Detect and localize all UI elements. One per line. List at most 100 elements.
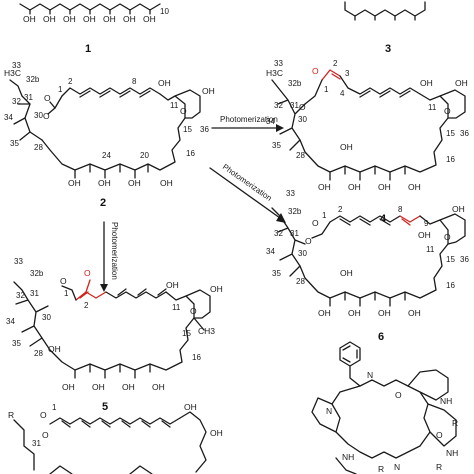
locant-label: 35 — [272, 269, 281, 278]
hydroxyl-label: OH — [98, 178, 111, 188]
hydroxyl-label: OH — [103, 14, 116, 24]
oxygen-label: O — [312, 218, 319, 228]
locant-label: 32 — [274, 229, 283, 238]
locant-label: 10 — [160, 7, 169, 16]
compound-number: 5 — [102, 401, 108, 413]
oxygen-label: O — [43, 111, 50, 121]
structure-compound-3: 3 — [344, 1, 426, 55]
locant-label: 35 — [12, 339, 21, 348]
hydroxyl-label: OH — [408, 182, 421, 192]
amide-nh-label: NH — [342, 452, 354, 462]
r-group-label: R — [452, 418, 458, 428]
locant-label: 32 — [12, 97, 21, 106]
locant-label: 15 — [182, 329, 191, 338]
locant-label: 31 — [290, 101, 299, 110]
oxygen-label: O — [444, 232, 451, 242]
amide-nh-label: NH — [446, 448, 458, 458]
oxygen-label: O — [84, 268, 91, 278]
locant-label: 24 — [102, 151, 111, 160]
hydroxyl-label: OH — [340, 142, 353, 152]
locant-label: 33 — [286, 189, 295, 198]
r-group-label: R — [436, 462, 442, 472]
hydroxyl-label: OH — [184, 402, 197, 412]
locant-label: 36 — [460, 255, 469, 264]
oxygen-label: O — [180, 106, 187, 116]
hydroxyl-label: OH — [378, 182, 391, 192]
methyl-label: H3C — [266, 68, 283, 78]
locant-label: 20 — [140, 151, 149, 160]
locant-label: 30 — [34, 111, 43, 120]
locant-label: 35 — [10, 139, 19, 148]
locant-label: 8 — [398, 205, 403, 214]
locant-label: 34 — [6, 317, 15, 326]
methyl-label: H3C — [4, 68, 21, 78]
oxygen-label: O — [60, 276, 67, 286]
locant-label: 9 — [424, 219, 429, 228]
hydroxyl-label: OH — [152, 382, 165, 392]
locant-label: 1 — [64, 289, 69, 298]
methyl-label: CH3 — [198, 326, 215, 336]
hydroxyl-label: OH — [123, 14, 136, 24]
reaction-arrow-2-to-4: Photomerization — [211, 115, 284, 132]
locant-label: 30 — [298, 249, 307, 258]
locant-label: 30 — [298, 115, 307, 124]
hydroxyl-label: OH — [378, 308, 391, 318]
locant-label: 31 — [30, 289, 39, 298]
hydroxyl-label: OH — [210, 428, 223, 438]
compound-number: 3 — [385, 43, 391, 55]
locant-label: 28 — [296, 277, 305, 286]
oxygen-label: O — [40, 410, 47, 420]
locant-label: 15 — [183, 125, 192, 134]
reaction-label: Photomerization — [220, 115, 278, 124]
reaction-label: Photomerization — [110, 222, 119, 280]
hydroxyl-label: OH — [128, 178, 141, 188]
hydroxyl-label: OH — [92, 382, 105, 392]
reaction-arrow-2-to-5: Photomerization — [100, 221, 119, 292]
locant-label: 8 — [132, 77, 137, 86]
locant-label: 32 — [16, 291, 25, 300]
hydroxyl-label: OH — [160, 178, 173, 188]
compound-number: 1 — [85, 43, 91, 55]
locant-label: 16 — [186, 149, 195, 158]
hydroxyl-label: OH — [348, 182, 361, 192]
hydroxyl-label: OH — [62, 382, 75, 392]
oxygen-label: O — [436, 430, 443, 440]
structure-compound-4: O O OH OH O H3C OH OH OH OH OH 1 2 3 4 1… — [266, 59, 469, 225]
locant-label: 36 — [460, 129, 469, 138]
hydroxyl-label: OH — [158, 78, 171, 88]
hydroxyl-label: OH — [23, 14, 36, 24]
hydroxyl-label: OH — [48, 344, 61, 354]
structure-compound-1: OH OH OH OH OH OH OH 10 1 — [19, 3, 169, 55]
locant-label: 16 — [446, 281, 455, 290]
structure-bottom-macrolide: R O O 1 31 OH OH — [8, 402, 223, 474]
locant-label: 15 — [446, 255, 455, 264]
locant-label: 28 — [34, 349, 43, 358]
locant-label: 32b — [26, 75, 40, 84]
oxygen-label: O — [395, 390, 402, 400]
structure-cyclic-peptide: N O N NH N O NH NH R R R — [311, 341, 458, 474]
locant-label: 31 — [290, 229, 299, 238]
hydroxyl-label: OH — [348, 308, 361, 318]
oxygen-label: O — [444, 106, 451, 116]
locant-label: 11 — [426, 245, 435, 254]
hydroxyl-label: OH — [408, 308, 421, 318]
compound-number: 4 — [380, 213, 387, 225]
oxygen-label: O — [312, 66, 319, 76]
locant-label: 33 — [274, 59, 283, 68]
locant-label: 2 — [68, 77, 73, 86]
locant-label: 32b — [30, 269, 44, 278]
compound-number: 6 — [378, 331, 384, 343]
hydroxyl-label: OH — [210, 284, 223, 294]
locant-label: 35 — [272, 141, 281, 150]
reaction-label: Photomerization — [221, 162, 274, 203]
nitrogen-label: N — [326, 406, 332, 416]
hydroxyl-label: OH — [455, 78, 468, 88]
hydroxyl-label: OH — [166, 280, 179, 290]
nitrogen-label: N — [394, 462, 400, 472]
hydroxyl-label: OH — [43, 14, 56, 24]
hydroxyl-label: OH — [420, 78, 433, 88]
locant-label: 32b — [288, 207, 302, 216]
hydroxyl-label: OH — [318, 182, 331, 192]
locant-label: 28 — [296, 151, 305, 160]
locant-label: 30 — [42, 313, 51, 322]
